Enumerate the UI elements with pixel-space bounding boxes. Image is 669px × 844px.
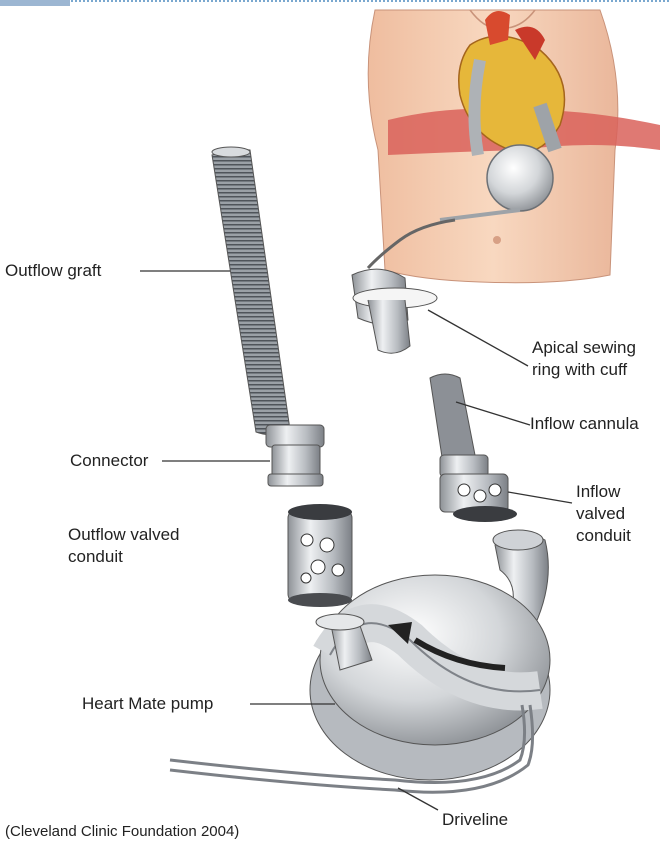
outflow-valved-conduit xyxy=(288,504,352,607)
label-outflow-graft: Outflow graft xyxy=(5,260,101,282)
label-outflow-valved-conduit: Outflow valved conduit xyxy=(68,524,180,568)
navel xyxy=(493,236,501,244)
connector-part xyxy=(266,425,324,486)
label-driveline: Driveline xyxy=(442,809,508,831)
label-heart-mate-pump: Heart Mate pump xyxy=(82,693,213,715)
label-inflow-cannula: Inflow cannula xyxy=(530,413,639,435)
inflow-cannula xyxy=(430,374,488,477)
leader-apical-ring xyxy=(428,310,528,366)
label-inflow-valved-conduit: Inflow valved conduit xyxy=(576,481,631,547)
leader-inflow-conduit xyxy=(508,492,572,503)
label-connector: Connector xyxy=(70,450,148,472)
label-apical-sewing-ring: Apical sewing ring with cuff xyxy=(532,337,636,381)
image-credit: (Cleveland Clinic Foundation 2004) xyxy=(5,823,239,840)
apical-sewing-ring xyxy=(352,269,437,353)
outflow-graft xyxy=(212,147,290,435)
inflow-valved-conduit xyxy=(440,474,517,522)
